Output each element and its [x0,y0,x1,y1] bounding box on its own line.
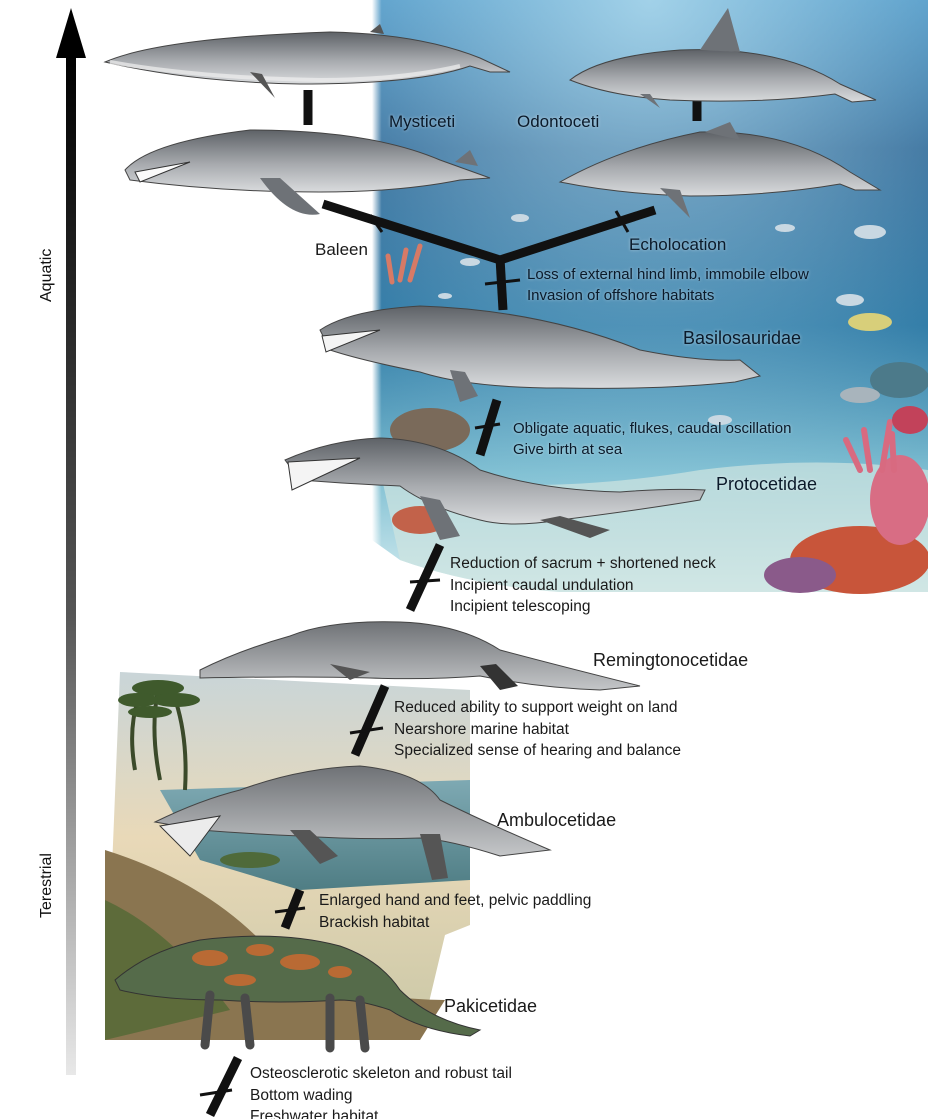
synapomorphy-ticks [199,210,630,1097]
remingtonocetidae-whale [199,621,641,691]
trait-line: Bottom wading [250,1086,353,1104]
trait-line: Incipient telescoping [450,598,591,615]
trait-line: Reduced ability to support weight on lan… [394,699,678,716]
odontoceti-modern-dolphin [569,8,877,108]
family-label-remingtonocetidae: Remingtonocetidae [593,650,749,670]
clade-label-echolocation: Echolocation [629,235,727,254]
traits-crown-cetacea: Loss of external hind limb, immobile elb… [527,264,809,306]
traits-pakicetidae: Osteosclerotic skeleton and robust tail … [250,1063,512,1119]
trait-line: Freshwater habitat [250,1108,379,1119]
trait-line: Nearshore marine habitat [394,720,569,738]
trait-line: Loss of external hind limb, immobile elb… [527,266,809,283]
clade-label-mysticeti: Mysticeti [389,112,456,131]
mysticeti-modern-whale [103,24,511,98]
family-label-pakicetidae: Pakicetidae [444,996,538,1016]
trait-line: Incipient caudal undulation [450,576,634,594]
family-label-protocetidae: Protocetidae [716,474,818,494]
family-label-ambulocetidae: Ambulocetidae [497,810,617,830]
family-label-basilosauridae: Basilosauridae [683,328,802,348]
fish-school [438,214,892,425]
trait-line: Invasion of offshore habitats [527,287,715,304]
trait-line: Brackish habitat [319,913,430,931]
trait-line: Osteosclerotic skeleton and robust tail [250,1065,512,1082]
axis-label-aquatic: Aquatic [38,248,55,302]
phylogeny-branches [205,90,702,1117]
axis-label-terrestrial: Terestrial [38,853,55,918]
traits-protocetidae: Reduction of sacrum + shortened neck Inc… [450,553,716,618]
pakicetidae-animal [114,935,482,1053]
traits-basilosauridae: Obligate aquatic, flukes, caudal oscilla… [513,418,792,460]
traits-ambulocetidae: Enlarged hand and feet, pelvic paddling … [319,890,591,933]
trait-line: Specialized sense of hearing and balance [394,742,681,759]
basilosauridae-whale [319,305,762,402]
ambulocetidae-animal [153,765,552,880]
traits-remingtonocetidae: Reduced ability to support weight on lan… [394,697,681,762]
evolution-axis-arrow [56,8,86,1075]
clade-label-odontoceti: Odontoceti [517,112,600,131]
coral-reef [385,243,928,594]
trait-line: Obligate aquatic, flukes, caudal oscilla… [513,420,792,437]
odontoceti-early-whale [558,122,882,218]
trait-line: Give birth at sea [513,441,623,458]
mysticeti-early-whale [124,129,491,215]
protocetidae-whale [284,437,706,540]
clade-label-baleen: Baleen [315,240,368,259]
trait-line: Reduction of sacrum + shortened neck [450,555,716,572]
trait-line: Enlarged hand and feet, pelvic paddling [319,892,592,909]
